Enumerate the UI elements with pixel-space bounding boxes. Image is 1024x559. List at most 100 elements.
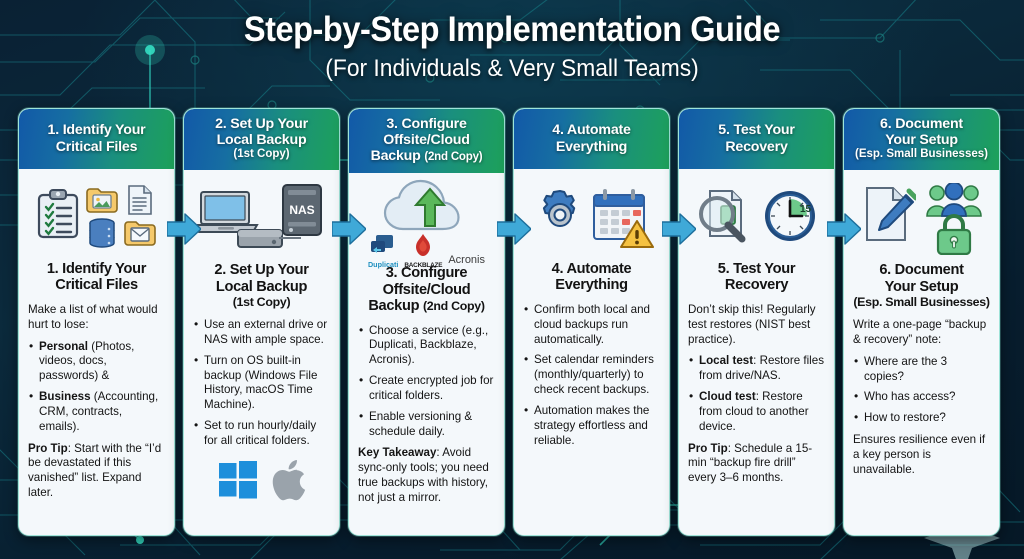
step-text-3: Choose a service (e.g., Duplicati, Backb… <box>358 323 495 513</box>
magnifier-document-icon <box>694 187 756 250</box>
step-bullet-list: Choose a service (e.g., Duplicati, Backb… <box>358 323 495 440</box>
step-bullet: Choose a service (e.g., Duplicati, Backb… <box>358 323 495 368</box>
step-illustration <box>28 173 165 259</box>
step-bullet: Local test: Restore files from drive/NAS… <box>688 353 825 384</box>
page-subtitle: (For Individuals & Very Small Teams) <box>325 55 699 82</box>
step-header-subtitle: (1st Copy) <box>233 148 290 161</box>
step-intro: Write a one-page “backup & recovery” not… <box>853 318 987 346</box>
database-icon <box>88 218 116 248</box>
step-text-4: Confirm both local and cloud backups run… <box>523 302 660 455</box>
flow-arrow-1 <box>166 212 202 246</box>
page-header: Step-by-Step Implementation Guide (For I… <box>0 10 1024 83</box>
gear-icon <box>532 187 588 248</box>
flow-arrow-3 <box>496 212 532 246</box>
warning-triangle-icon <box>619 219 654 254</box>
brand-label-duplicati: Duplicati <box>367 260 399 270</box>
nas-server-icon: NAS <box>281 183 323 242</box>
step-bullet: Set to run hourly/daily for all critical… <box>193 418 330 449</box>
document-pencil-icon <box>862 185 918 248</box>
calendar-icon <box>590 187 648 248</box>
step-note: Pro Tip: Start with the “I’d be devastat… <box>28 441 162 500</box>
step-intro: Don’t skip this! Regularly test restores… <box>688 302 816 346</box>
step-bullet: Where are the 3 copies? <box>853 354 990 385</box>
step-illustration: NAS <box>193 174 330 260</box>
brand-label-acronis: Acronis <box>448 254 485 267</box>
step-card-body-4: 4. AutomateEverythingConfirm both local … <box>514 169 669 535</box>
step-text-1: Make a list of what would hurt to lose: P… <box>28 303 165 508</box>
padlock-icon <box>934 211 974 260</box>
step-note: Ensures resilience even if a key person … <box>853 433 986 476</box>
svg-text:NAS: NAS <box>289 203 314 217</box>
step-text-5: Don’t skip this! Regularly test restores… <box>688 303 825 493</box>
step-bullet-list: Where are the 3 copies? Who has access? Ho… <box>853 354 990 426</box>
step-bullet: Set calendar reminders (monthly/quarterl… <box>523 352 660 397</box>
step-note: Pro Tip: Schedule a 15-min “backup fire … <box>688 441 813 485</box>
document-icon <box>127 184 153 216</box>
step-text-6: Write a one-page “backup & recovery” not… <box>853 318 990 484</box>
clock-icon: 15 <box>762 188 818 249</box>
step-intro: Make a list of what would hurt to lose: <box>28 302 158 331</box>
brand-label-backblaze: BACKBLAZE <box>404 262 443 270</box>
windows-logo <box>218 460 258 500</box>
step-illustration: Duplicati BACKBLAZE Acronis <box>358 177 495 269</box>
svg-text:15: 15 <box>800 204 812 215</box>
step-illustration <box>853 174 990 260</box>
step-illustration: 15 <box>688 173 825 259</box>
step-bullet: Business (Accounting, CRM, contracts, em… <box>28 389 165 434</box>
step-bullet: Use an external drive or NAS with ample … <box>193 317 330 348</box>
step-illustration <box>523 173 660 259</box>
step-bullet: Personal (Photos, videos, docs, password… <box>28 339 165 384</box>
step-bullet: Automation makes the strategy effortless… <box>523 403 660 448</box>
step-header-subtitle: (2nd Copy) <box>424 151 483 164</box>
step-bullet-list: Use an external drive or NAS with ample … <box>193 317 330 449</box>
step-bullet-list: Confirm both local and cloud backups run… <box>523 302 660 448</box>
step-bullet-list: Personal (Photos, videos, docs, password… <box>28 339 165 435</box>
flow-arrow-5 <box>826 212 862 246</box>
duplicati-logo <box>369 233 397 255</box>
step-bullet: Cloud test: Restore from cloud to anothe… <box>688 389 825 434</box>
step-text-2: Use an external drive or NAS with ample … <box>193 317 330 456</box>
step-bullet: Create encrypted job for critical folder… <box>358 373 495 404</box>
step-title-sub: (2nd Copy) <box>422 299 485 314</box>
cloud-upload-icon <box>379 177 475 237</box>
step-title-sub: (1st Copy) <box>232 295 291 310</box>
step-header-subtitle: (Esp. Small Businesses) <box>855 148 988 161</box>
step-title-sub: (Esp. Small Businesses) <box>853 295 990 310</box>
step-bullet: Who has access? <box>853 389 990 405</box>
step-bullet: Enable versioning & schedule daily. <box>358 409 495 440</box>
flow-arrow-2 <box>331 212 367 246</box>
clipboard-checklist-icon <box>37 188 79 239</box>
people-group-icon <box>925 181 982 222</box>
page-title: Step-by-Step Implementation Guide <box>243 10 781 49</box>
step-note: Key Takeaway: Avoid sync-only tools; you… <box>358 446 489 504</box>
step-bullet: How to restore? <box>853 410 990 426</box>
apple-logo <box>272 459 306 501</box>
os-logos <box>193 459 330 501</box>
